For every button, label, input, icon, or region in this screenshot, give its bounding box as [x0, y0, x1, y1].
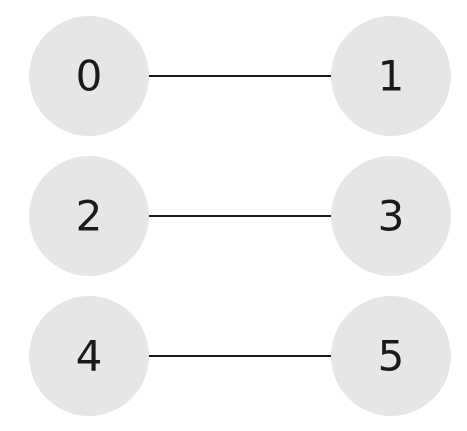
node-circle — [331, 16, 451, 136]
node-0: 0 — [29, 16, 149, 136]
node-label: 5 — [378, 332, 405, 381]
node-label: 2 — [76, 192, 103, 241]
node-circle — [331, 156, 451, 276]
node-label: 0 — [76, 52, 103, 101]
node-label: 1 — [378, 52, 405, 101]
node-circle — [29, 156, 149, 276]
node-circle — [29, 296, 149, 416]
node-2: 2 — [29, 156, 149, 276]
node-label: 4 — [76, 332, 103, 381]
node-circle — [331, 296, 451, 416]
node-3: 3 — [331, 156, 451, 276]
edges-layer — [149, 75, 331, 357]
nodes-layer: 0 1 2 3 4 5 — [29, 16, 451, 416]
node-4: 4 — [29, 296, 149, 416]
node-1: 1 — [331, 16, 451, 136]
node-label: 3 — [378, 192, 405, 241]
node-circle — [29, 16, 149, 136]
node-5: 5 — [331, 296, 451, 416]
